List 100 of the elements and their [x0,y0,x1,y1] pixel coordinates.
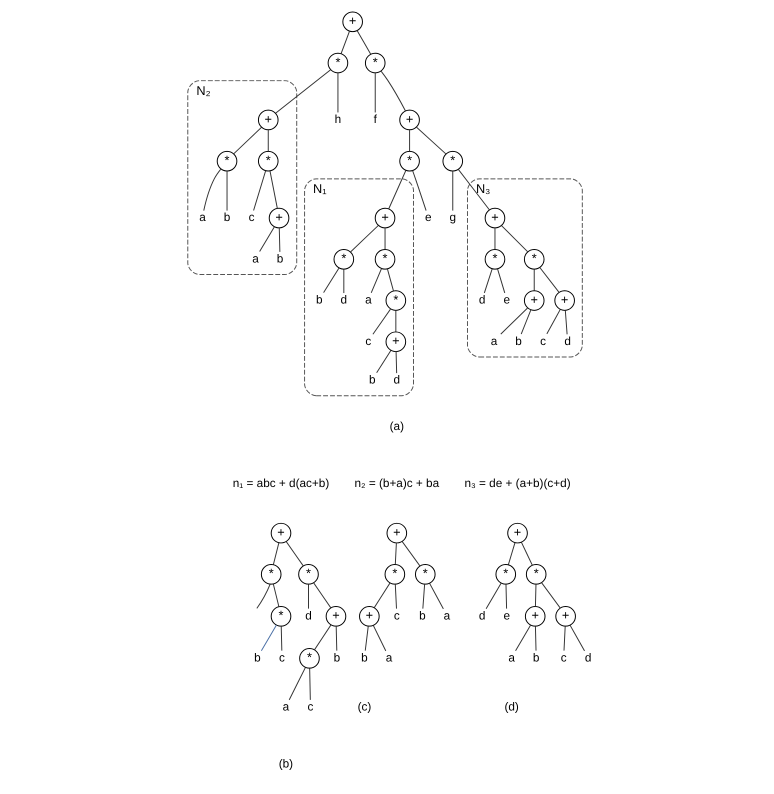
node-text: c [393,609,400,622]
node-circle: + [506,522,528,544]
connector [563,626,566,652]
node-circle: + [524,606,545,627]
node-text: c [278,651,284,664]
connector [260,624,276,652]
label: n₂ = (b+a)c + ba [354,477,439,490]
connector [457,168,490,210]
node-circle: * [494,564,516,585]
connector [274,69,330,114]
connector [308,668,310,700]
node-circle: + [484,208,505,228]
connector [272,584,279,607]
node-text: h [334,112,341,126]
connector [380,70,406,112]
connector [394,542,396,565]
connector [258,226,274,252]
connector [505,584,507,610]
node-text: f [373,112,376,126]
node-circle: * [298,564,318,585]
connector [520,309,531,334]
node-circle: * [260,564,281,585]
label: (a) [389,420,404,434]
node-text: c [364,334,371,348]
node-text: a [490,334,497,348]
node-circle: * [374,249,395,270]
node-text: d [340,294,347,307]
node-text: a [364,294,372,307]
connector [416,126,446,154]
node-text: d [478,294,485,307]
connector [285,541,304,566]
node-circle: * [333,249,354,270]
connector [388,170,406,210]
node-text: c [540,334,546,348]
node-circle: + [386,522,407,544]
connector [312,582,331,608]
node-text: c [560,651,566,664]
node-circle: * [298,648,320,669]
connector [356,30,371,55]
node-text: d [564,334,570,348]
node-text: b [418,609,426,622]
connector [335,626,337,652]
connector [514,624,531,652]
node-circle: + [358,606,380,627]
connector [364,626,368,652]
connector [533,268,534,291]
connector [546,308,560,334]
node-circle: * [484,249,505,270]
node-text: a [385,651,392,664]
connector [564,310,568,335]
connector [342,268,344,294]
label: (c) [357,700,371,714]
node-text: d [304,609,312,622]
connector [401,541,420,566]
connector [534,626,536,652]
connector [372,308,391,335]
node-circle: * [525,564,546,585]
connector [538,267,560,293]
connector [394,310,396,332]
node-text: d [393,374,400,387]
connector [336,72,338,113]
connector [272,542,279,566]
node-text: g [448,211,456,224]
connector [267,130,268,152]
connector [370,268,382,294]
node-text: a [508,651,514,664]
node-text: e [424,211,432,224]
connector [422,584,425,610]
node-circle: * [216,150,237,172]
label: n₃ = de + (a+b)(c+d) [464,477,570,490]
connector [374,72,376,113]
connector [314,624,331,650]
node-circle: + [554,606,576,627]
node-text: c [307,700,313,714]
connector [322,268,339,294]
connector [232,126,262,154]
node-text: b [254,651,260,664]
label: (d) [504,700,518,714]
node-text: e [502,609,510,622]
node-circle: * [414,564,436,585]
connector [386,268,394,292]
connector [500,308,528,335]
connector [496,268,505,294]
connector [288,667,306,700]
node-circle: * [257,150,278,172]
node-circle: + [385,331,406,352]
node-circle: + [257,110,278,130]
node-circle: * [327,52,348,74]
node-text: b [360,651,368,664]
connector [569,624,585,652]
connector [269,170,278,209]
label: n₁ = abc + d(ac+b) [232,477,329,490]
connector [384,228,386,250]
connector [226,170,228,212]
connector [278,228,280,252]
connector [408,130,410,152]
node-circle: + [554,290,574,311]
node-text: b [514,334,522,348]
connector [534,584,536,607]
connector [485,582,502,610]
